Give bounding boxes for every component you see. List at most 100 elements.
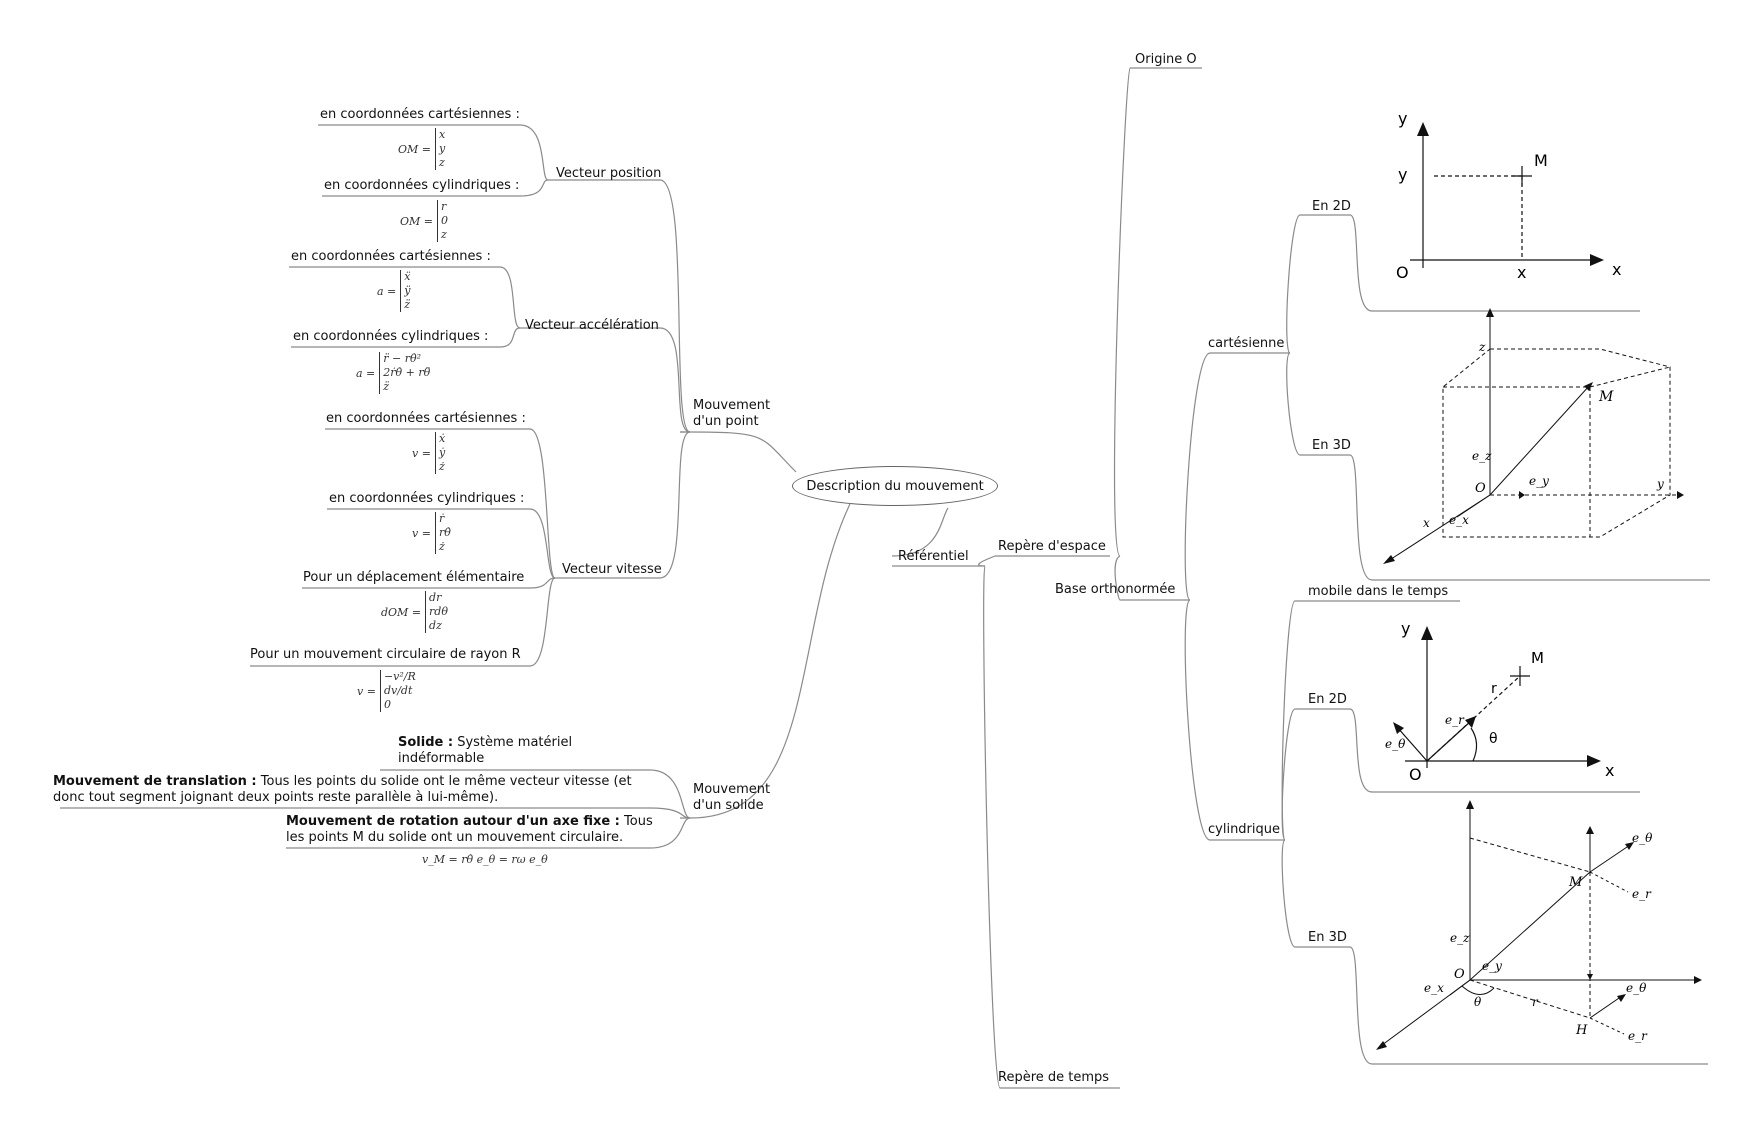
vitesse-label[interactable]: Vecteur vitesse: [562, 562, 662, 577]
etheta-top-label: e_θ: [1632, 831, 1653, 845]
formula-row: ṙ: [438, 512, 445, 525]
rotation-bold: Mouvement de rotation autour d'un axe fi…: [286, 814, 620, 829]
formula-row: z: [441, 228, 447, 241]
ex-label: e_x: [1449, 513, 1469, 527]
z-arrow-icon: [1486, 308, 1494, 317]
formula-row: dz: [429, 619, 442, 632]
acceleration-cart-label[interactable]: en coordonnées cartésiennes :: [291, 249, 491, 264]
formula-lhs: a =: [377, 284, 397, 298]
solid-branch-label[interactable]: Mouvement d'un solide: [693, 782, 771, 813]
formula-lhs: v =: [412, 446, 431, 460]
m-label: M: [1531, 649, 1544, 667]
acceleration-cyl-label[interactable]: en coordonnées cylindriques :: [293, 329, 489, 344]
o-label: O: [1454, 967, 1465, 982]
m-label: M: [1568, 875, 1583, 890]
mobile-label[interactable]: mobile dans le temps: [1308, 584, 1449, 599]
formula-row: r̈ − rθ̇²: [383, 352, 422, 365]
translation-bold: Mouvement de translation :: [53, 774, 257, 789]
cart-en2d-label[interactable]: En 2D: [1312, 199, 1351, 214]
formula-row: 0: [383, 698, 391, 711]
cyl-en3d-label[interactable]: En 3D: [1308, 930, 1347, 945]
cartesienne-label[interactable]: cartésienne: [1208, 336, 1285, 351]
y-label: y: [1656, 477, 1664, 491]
vitesse-cyl-label[interactable]: en coordonnées cylindriques :: [329, 491, 525, 506]
m-label: M: [1598, 389, 1614, 405]
rotation-text: Tous les points M du solide ont un mouve…: [286, 814, 653, 845]
x-axis-label: x: [1612, 260, 1621, 279]
o-label: O: [1475, 481, 1486, 496]
formula-row: rdθ: [429, 605, 448, 618]
x-axis-label: x: [1605, 761, 1614, 780]
h-label: H: [1575, 1023, 1588, 1038]
formula-row: ż: [438, 540, 445, 553]
vitesse-elem-label[interactable]: Pour un déplacement élémentaire: [303, 570, 525, 585]
etheta-arrow-icon: [1393, 722, 1404, 734]
r-label: r: [1532, 995, 1539, 1009]
point-label: M: [1534, 151, 1548, 170]
er-top-label: e_r: [1632, 887, 1652, 901]
solide-bold: Solide :: [398, 735, 454, 750]
repere-espace-label[interactable]: Repère d'espace: [998, 539, 1106, 554]
formula-lhs: OM =: [398, 142, 431, 156]
formula-lhs: OM =: [400, 214, 433, 228]
formula-lhs: dOM =: [381, 605, 422, 619]
formula-row: ÿ: [404, 284, 411, 297]
y-axis-label: y: [1401, 619, 1410, 638]
formula-lhs: v =: [412, 526, 431, 540]
formula-row: ẍ: [404, 270, 411, 283]
rotation-definition[interactable]: Mouvement de rotation autour d'un axe fi…: [286, 814, 674, 846]
position-cyl-label[interactable]: en coordonnées cylindriques :: [324, 178, 520, 193]
translation-text: Tous les points du solide ont le même ve…: [53, 774, 632, 805]
cylindrique-label[interactable]: cylindrique: [1208, 822, 1281, 837]
ex-label: e_x: [1424, 981, 1444, 995]
ey-label: e_y: [1529, 474, 1549, 488]
cartesian-3d-figure: z M e_z O e_y y x e_x: [1383, 308, 1684, 564]
formula-row: z̈: [383, 380, 390, 393]
y-value-label: y: [1398, 165, 1407, 184]
cyl-en2d-label[interactable]: En 2D: [1308, 692, 1347, 707]
vitesse-circ-label[interactable]: Pour un mouvement circulaire de rayon R: [250, 647, 521, 662]
position-label[interactable]: Vecteur position: [556, 166, 662, 181]
z-label: z: [1478, 340, 1486, 354]
x-arrow-icon: [1590, 254, 1604, 266]
er-label: e_r: [1445, 713, 1465, 727]
formula-lhs: a =: [356, 366, 376, 380]
origine-label[interactable]: Origine O: [1135, 52, 1197, 67]
solide-text: Système matériel indéformable: [398, 735, 573, 766]
x-arrow-icon: [1587, 755, 1601, 767]
ez-label: e_z: [1472, 449, 1492, 463]
translation-definition[interactable]: Mouvement de translation : Tous les poin…: [53, 774, 653, 806]
etheta-bottom-label: e_θ: [1626, 981, 1647, 995]
point-branch-label[interactable]: Mouvement d'un point: [693, 398, 771, 429]
acceleration-label[interactable]: Vecteur accélération: [525, 318, 659, 333]
position-cart-label[interactable]: en coordonnées cartésiennes :: [320, 107, 520, 122]
formula-row: dr: [429, 591, 442, 604]
repere-temps-label[interactable]: Repère de temps: [998, 1070, 1110, 1085]
root-node[interactable]: Description du mouvement: [792, 466, 998, 506]
formula-row: ẋ: [438, 432, 446, 445]
referentiel-label[interactable]: Référentiel: [898, 549, 969, 564]
y-arrow-icon: [1417, 122, 1429, 136]
cart-en3d-label[interactable]: En 3D: [1312, 438, 1351, 453]
cylindrical-3d-figure: e_θ M e_r e_z O e_y e_x θ r e_θ H e_r: [1376, 800, 1702, 1050]
ey-label: e_y: [1482, 959, 1502, 973]
om-arrow-icon: [1584, 382, 1593, 391]
er-arrow-icon: [1465, 716, 1476, 728]
formula-row: −v²/R: [383, 670, 416, 683]
solide-definition[interactable]: Solide : Système matériel indéformable: [398, 735, 608, 767]
formula-row: z̈: [404, 298, 411, 311]
y-arrow-icon: [1421, 626, 1433, 640]
etheta-label: e_θ: [1385, 737, 1406, 751]
base-label[interactable]: Base orthonormée: [1055, 582, 1176, 597]
formula-row: y: [439, 142, 446, 155]
formula-row: x: [439, 128, 446, 141]
vitesse-cart-label[interactable]: en coordonnées cartésiennes :: [326, 411, 526, 426]
formula-row: dv/dt: [383, 684, 413, 697]
